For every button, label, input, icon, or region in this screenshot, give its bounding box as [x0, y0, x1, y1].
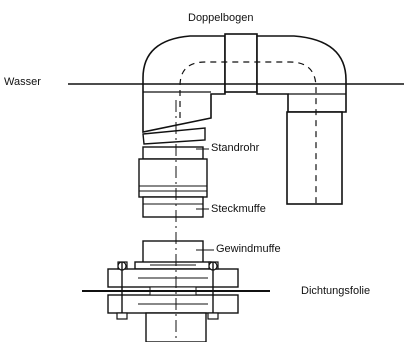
- label-dichtungsfolie: Dichtungsfolie: [301, 285, 371, 297]
- label-wasser: Wasser: [4, 76, 41, 88]
- threaded-socket: [134, 240, 212, 270]
- standpipe: [138, 127, 208, 198]
- label-gewindmuffe: Gewindmuffe: [216, 243, 281, 255]
- label-doppelbogen: Doppelbogen: [188, 12, 254, 24]
- label-standrohr: Standrohr: [211, 142, 260, 154]
- label-steckmuffe: Steckmuffe: [211, 203, 266, 215]
- push-fit-socket: [142, 196, 204, 218]
- double-bend: [142, 33, 347, 205]
